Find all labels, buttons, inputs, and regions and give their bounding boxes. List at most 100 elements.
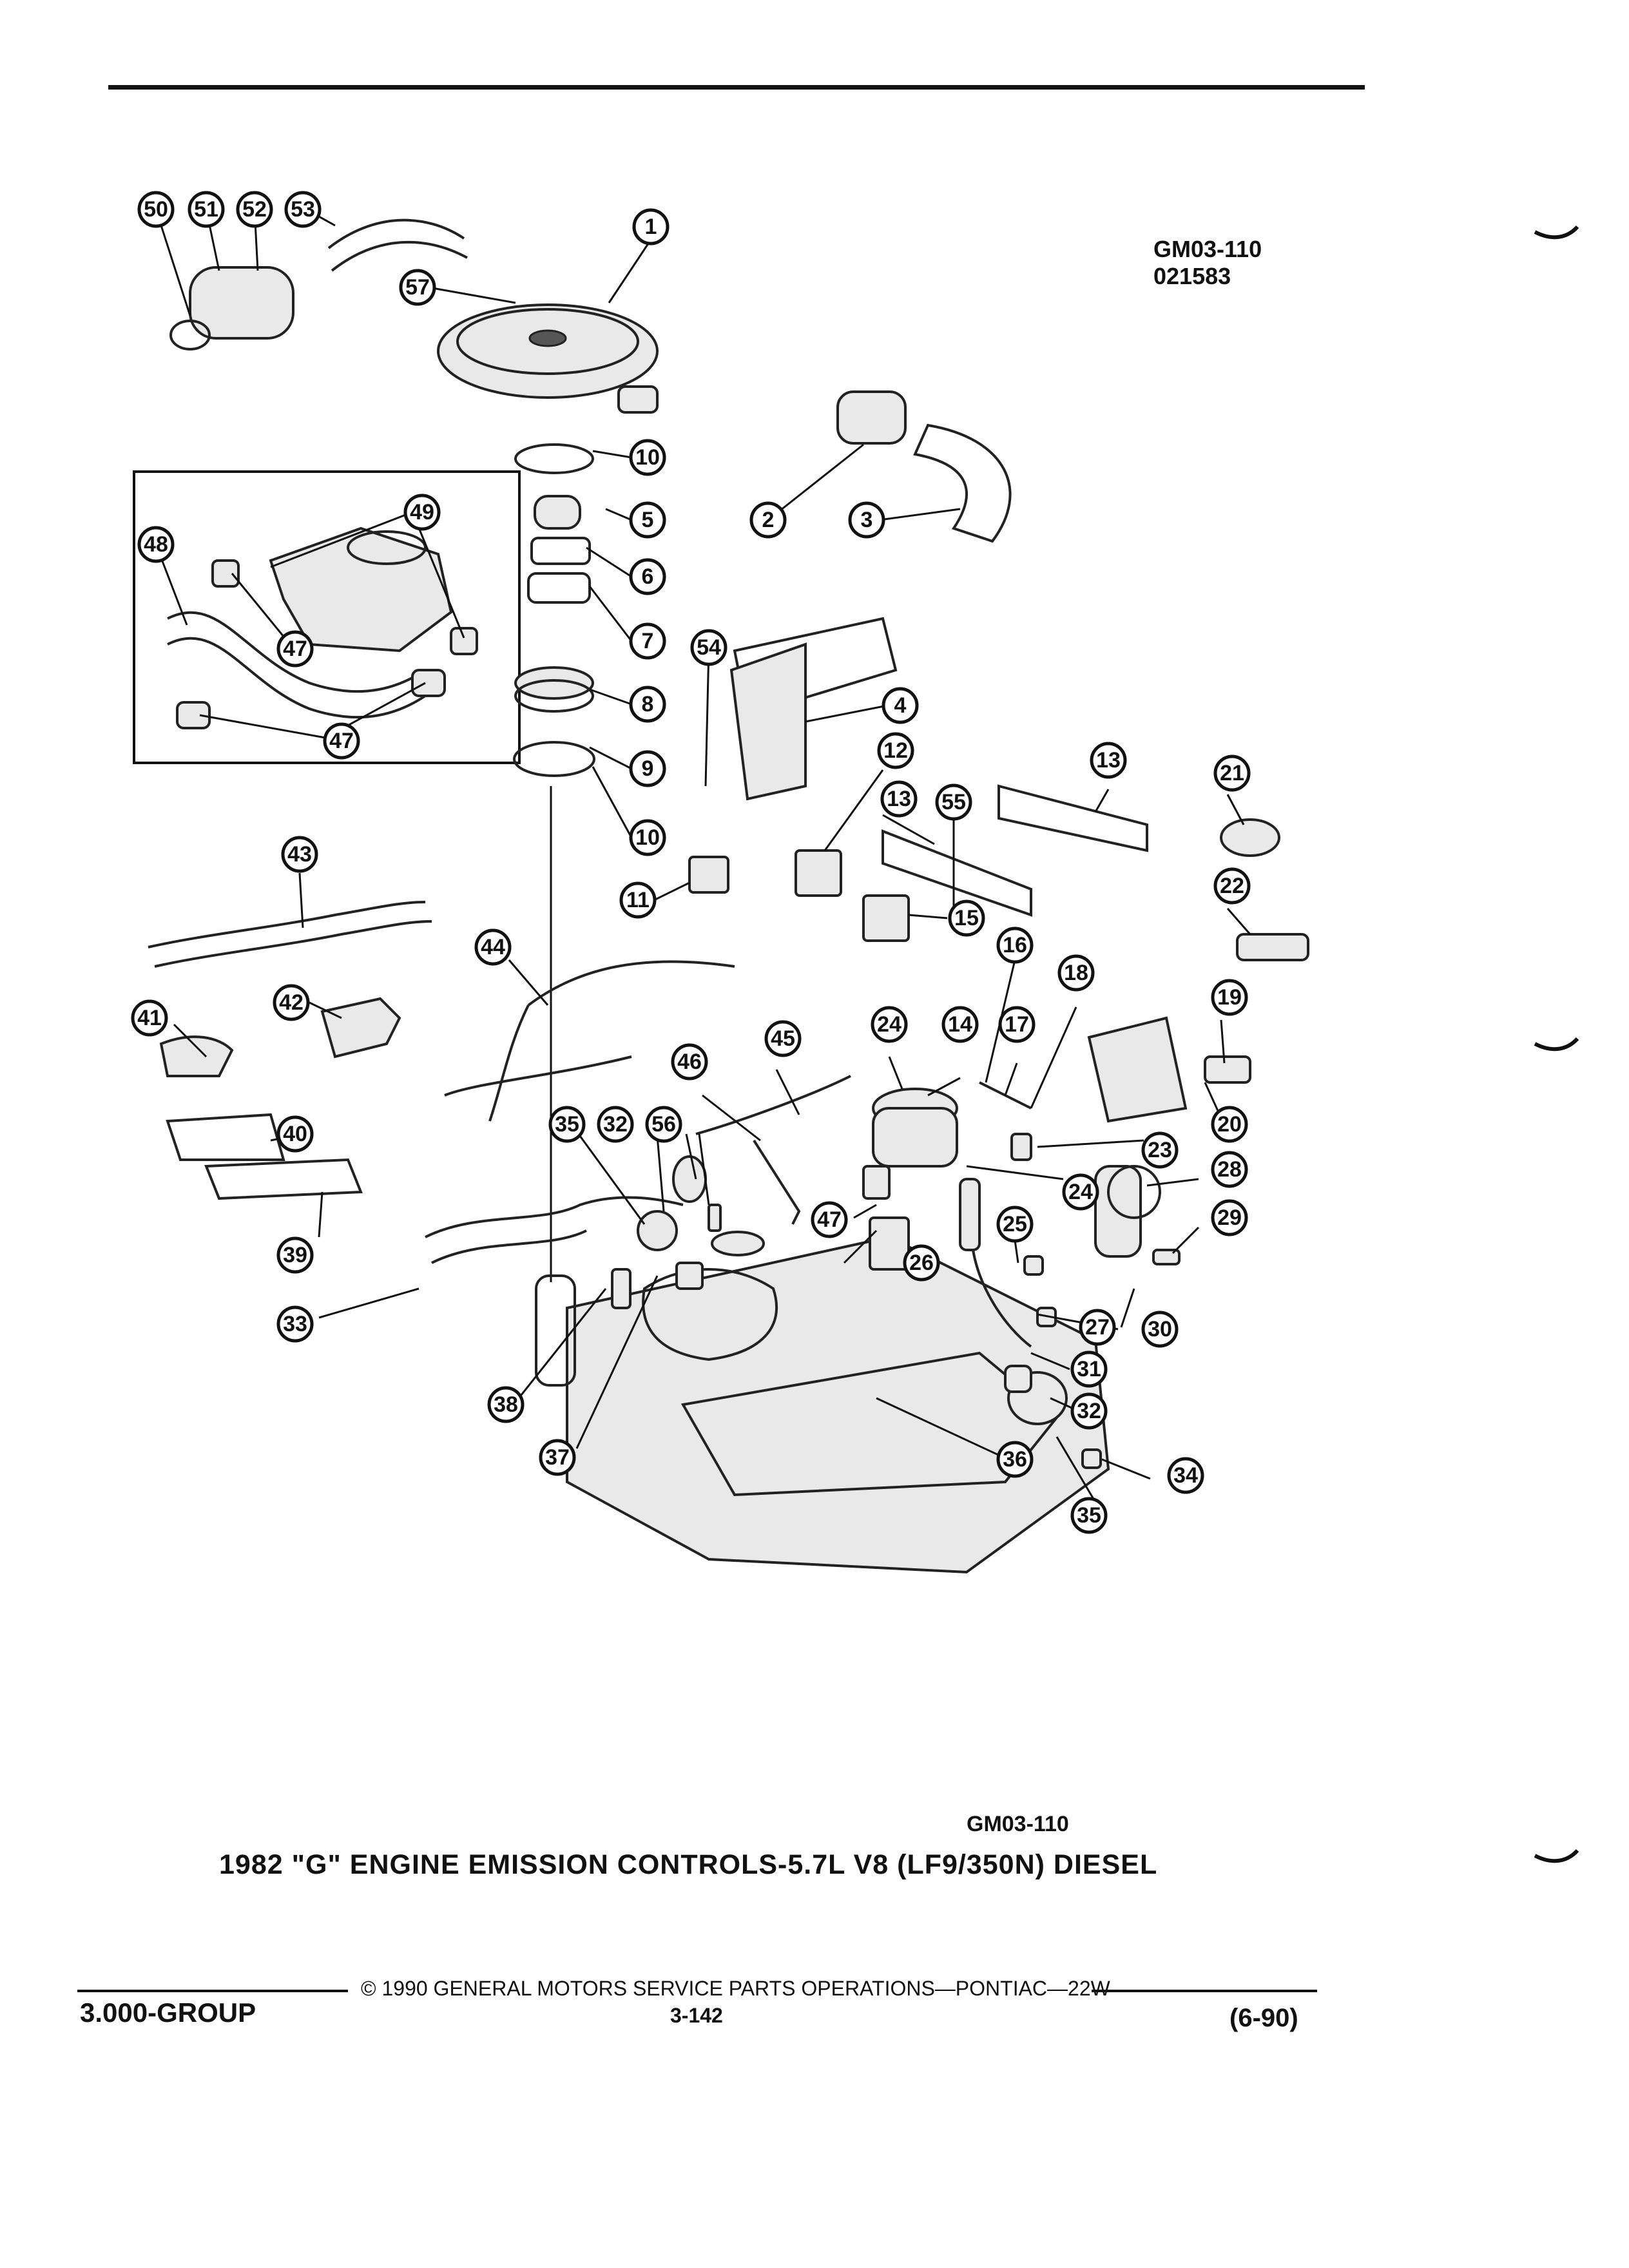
callout-18: 18 <box>1057 954 1095 992</box>
callout-24-right: 24 <box>1062 1173 1099 1211</box>
svg-text:28: 28 <box>1217 1157 1242 1182</box>
callout-29: 29 <box>1211 1199 1248 1236</box>
svg-text:47: 47 <box>817 1207 842 1232</box>
svg-text:26: 26 <box>909 1251 934 1275</box>
caption-code: GM03-110 <box>967 1812 1069 1836</box>
callout-36: 36 <box>996 1441 1034 1478</box>
figure-id-block: GM03-110 021583 <box>1153 236 1262 290</box>
svg-text:8: 8 <box>642 692 654 716</box>
callout-16: 16 <box>996 927 1034 964</box>
svg-text:32: 32 <box>1077 1399 1101 1423</box>
svg-text:22: 22 <box>1220 874 1244 898</box>
callout-34: 34 <box>1167 1457 1204 1494</box>
callout-31: 31 <box>1070 1350 1108 1388</box>
parts-drawing <box>148 218 1309 1574</box>
callout-54: 54 <box>690 629 728 666</box>
callout-26: 26 <box>903 1244 940 1282</box>
svg-text:18: 18 <box>1064 961 1088 985</box>
footer-page-number: 3-142 <box>670 2004 723 2027</box>
svg-text:52: 52 <box>242 197 267 222</box>
svg-text:9: 9 <box>642 756 654 781</box>
callout-50: 50 <box>137 191 175 228</box>
callout-10-bottom: 10 <box>629 819 666 856</box>
svg-text:1: 1 <box>645 215 657 239</box>
svg-text:19: 19 <box>1217 985 1242 1010</box>
caption-title: 1982 "G" ENGINE EMISSION CONTROLS-5.7L V… <box>219 1849 1158 1880</box>
callout-38: 38 <box>487 1386 525 1423</box>
callout-6: 6 <box>629 558 666 595</box>
svg-text:23: 23 <box>1148 1138 1172 1162</box>
callout-51: 51 <box>188 191 225 228</box>
svg-text:25: 25 <box>1003 1212 1027 1236</box>
callout-39: 39 <box>276 1236 314 1274</box>
callout-52: 52 <box>236 191 273 228</box>
callout-42: 42 <box>273 984 310 1021</box>
callout-53: 53 <box>284 191 322 228</box>
callout-35-right: 35 <box>1070 1497 1108 1534</box>
footer-date: (6-90) <box>1229 2004 1298 2032</box>
callout-3: 3 <box>848 501 885 539</box>
svg-text:41: 41 <box>137 1006 162 1030</box>
callout-12: 12 <box>877 732 914 769</box>
svg-text:13: 13 <box>887 787 911 811</box>
callout-56: 56 <box>645 1106 682 1143</box>
svg-text:2: 2 <box>762 508 775 532</box>
svg-text:53: 53 <box>291 197 315 222</box>
callout-1: 1 <box>632 208 670 245</box>
callout-23: 23 <box>1141 1131 1179 1169</box>
callout-25: 25 <box>996 1206 1034 1243</box>
callout-30: 30 <box>1141 1311 1179 1348</box>
callout-43: 43 <box>281 836 318 873</box>
callout-22: 22 <box>1213 867 1251 905</box>
callout-8: 8 <box>629 686 666 723</box>
svg-text:48: 48 <box>144 532 168 557</box>
svg-text:37: 37 <box>545 1445 570 1470</box>
svg-text:57: 57 <box>405 275 430 300</box>
footer-group: 3.000-GROUP <box>80 1997 256 2028</box>
callout-7: 7 <box>629 622 666 660</box>
binding-mark-icon <box>1534 1849 1579 1863</box>
svg-text:24: 24 <box>1068 1180 1093 1204</box>
binding-mark-icon <box>1534 226 1579 240</box>
callouts: 1 2 3 4 5 6 7 8 9 10 10 11 12 13 13 14 1… <box>131 191 1251 1534</box>
svg-text:14: 14 <box>948 1012 972 1037</box>
svg-text:39: 39 <box>283 1243 307 1267</box>
callout-47-inset-top: 47 <box>276 630 314 668</box>
svg-text:56: 56 <box>651 1112 676 1137</box>
svg-text:33: 33 <box>283 1312 307 1336</box>
binding-mark-icon <box>1534 1037 1579 1052</box>
callout-49: 49 <box>403 494 441 531</box>
svg-text:49: 49 <box>410 500 434 524</box>
svg-text:47: 47 <box>283 637 307 661</box>
svg-text:29: 29 <box>1217 1206 1242 1230</box>
svg-text:21: 21 <box>1220 761 1244 785</box>
callout-44: 44 <box>474 928 512 966</box>
callout-24-top: 24 <box>871 1006 908 1043</box>
svg-text:30: 30 <box>1148 1317 1172 1341</box>
svg-text:24: 24 <box>877 1012 901 1037</box>
callout-21: 21 <box>1213 754 1251 792</box>
svg-text:31: 31 <box>1077 1357 1101 1381</box>
top-rule <box>108 85 1365 90</box>
callout-47-inset-bottom: 47 <box>323 722 360 760</box>
callout-4: 4 <box>882 687 919 724</box>
callout-2: 2 <box>749 501 787 539</box>
callout-37: 37 <box>539 1439 576 1476</box>
svg-text:50: 50 <box>144 197 168 222</box>
svg-text:4: 4 <box>894 693 907 718</box>
svg-text:54: 54 <box>697 635 721 660</box>
svg-text:13: 13 <box>1096 748 1121 773</box>
callout-32-left: 32 <box>597 1106 634 1143</box>
svg-text:47: 47 <box>329 729 354 753</box>
callout-40: 40 <box>276 1115 314 1153</box>
footer-rule-right <box>1092 1990 1317 1992</box>
callout-33: 33 <box>276 1305 314 1343</box>
callout-15: 15 <box>948 899 985 937</box>
svg-text:42: 42 <box>279 990 304 1015</box>
callout-47-engine: 47 <box>811 1201 848 1238</box>
svg-text:27: 27 <box>1085 1315 1110 1340</box>
callout-41: 41 <box>131 999 168 1037</box>
svg-text:15: 15 <box>954 906 979 930</box>
svg-text:55: 55 <box>941 790 966 814</box>
